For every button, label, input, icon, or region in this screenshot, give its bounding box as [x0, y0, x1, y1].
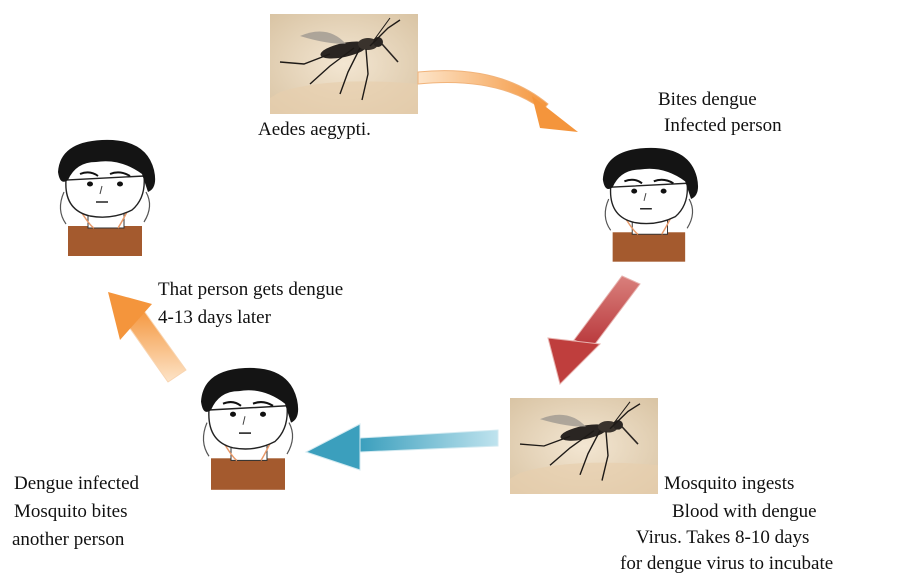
- cycle-arrow-orange-top: [418, 71, 578, 132]
- person-face-left: [58, 140, 155, 256]
- label-gets-dengue-line2: 4-13 days later: [158, 306, 271, 330]
- person-face-bottom: [201, 368, 298, 490]
- label-infected-line2: Mosquito bites: [14, 500, 127, 524]
- label-infected-line1: Dengue infected: [14, 472, 139, 496]
- cycle-arrow-blue: [306, 424, 498, 470]
- cycle-arrow-red: [548, 276, 640, 384]
- label-bites-line1: Bites dengue: [658, 88, 757, 112]
- label-bites-line2: Infected person: [664, 114, 782, 138]
- label-ingests-line2: Blood with dengue: [672, 500, 817, 524]
- person-face-right: [603, 148, 698, 262]
- label-infected-line3: another person: [12, 528, 124, 552]
- label-ingests-line1: Mosquito ingests: [664, 472, 794, 496]
- label-aedes-aegypti: Aedes aegypti.: [258, 118, 371, 142]
- mosquito-photo-bottom: [510, 398, 658, 494]
- label-ingests-line3: Virus. Takes 8-10 days: [636, 526, 809, 550]
- mosquito-photo-top: [270, 14, 418, 114]
- label-gets-dengue-line1: That person gets dengue: [158, 278, 343, 302]
- label-ingests-line4: for dengue virus to incubate: [620, 552, 833, 576]
